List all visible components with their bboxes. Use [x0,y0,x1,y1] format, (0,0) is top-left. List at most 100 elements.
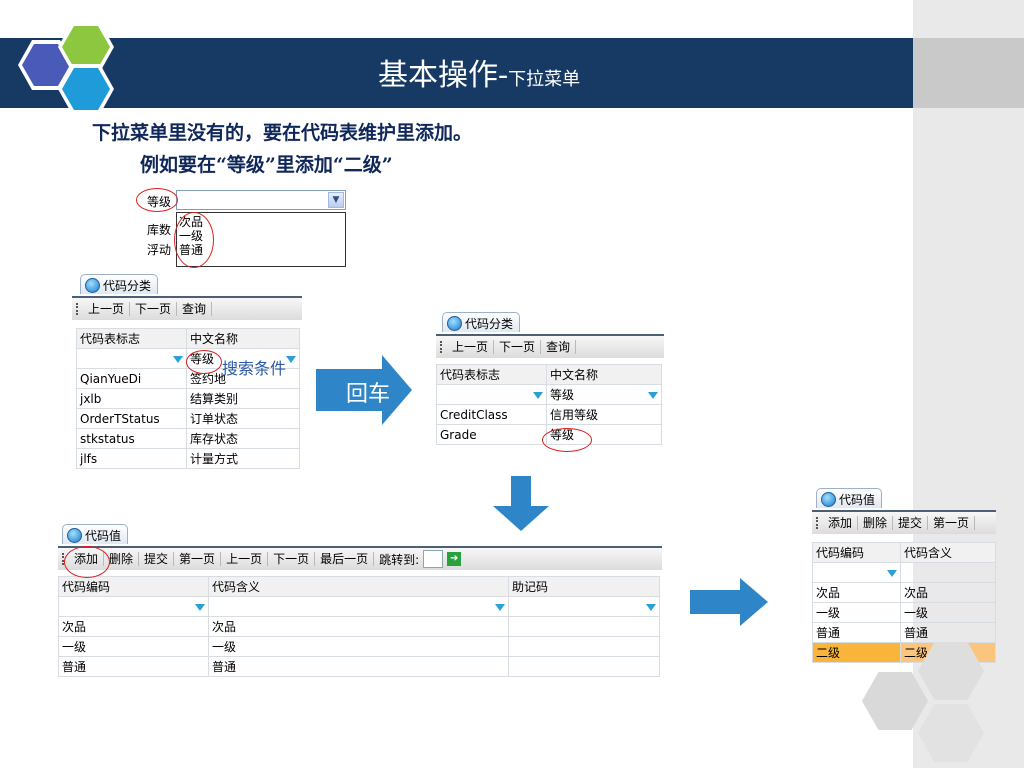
grid-code-values: 代码编码代码含义助记码 次品次品 一级一级 普通普通 [58,576,660,677]
submit-button[interactable]: 提交 [139,552,175,566]
table-cell[interactable]: 一级 [900,602,996,623]
tab-code-values[interactable]: 代码值 [816,488,883,508]
column-header[interactable]: 代码表标志 [76,328,187,349]
annotation-oval-filter-grade [186,350,222,374]
filter-icon[interactable] [173,355,183,363]
jump-to-input[interactable] [423,550,444,568]
column-header[interactable]: 代码编码 [58,576,209,597]
table-cell[interactable]: 一级 [812,602,901,623]
column-header[interactable]: 代码表标志 [436,364,547,385]
tab-code-category[interactable]: 代码分类 [442,312,521,332]
filter-cell[interactable] [900,562,996,583]
logo-hex-blue-fill [62,68,110,110]
toolbar-grip [62,553,65,565]
go-arrow-icon[interactable]: ➔ [447,552,462,566]
annotation-oval-add-button [64,546,110,578]
first-page-button[interactable]: 第一页 [174,552,222,566]
table-cell[interactable]: Grade [436,424,547,445]
toolbar-left: 上一页 下一页 查询 [72,296,302,320]
table-cell[interactable] [508,636,660,657]
filter-cell[interactable]: 等级 [546,384,662,405]
filter-cell[interactable] [436,384,547,405]
toolbar-right: 上一页 下一页 查询 [436,334,664,358]
title-bar-extension [913,38,1024,108]
next-page-button[interactable]: 下一页 [494,340,542,354]
column-header[interactable]: 代码含义 [208,576,509,597]
filter-cell[interactable] [76,348,187,369]
table-cell[interactable]: 一级 [58,636,209,657]
table-cell[interactable]: 普通 [58,656,209,677]
jump-to-label: 跳转到: [379,552,420,567]
table-cell[interactable]: 计量方式 [186,448,300,469]
filter-icon[interactable] [195,603,205,611]
query-button[interactable]: 查询 [541,340,577,354]
query-button[interactable]: 查询 [177,302,213,316]
table-cell[interactable]: 二级 [812,642,901,663]
table-cell[interactable]: 次品 [812,582,901,603]
next-page-button[interactable]: 下一页 [268,552,316,566]
filter-icon[interactable] [648,392,658,399]
table-cell[interactable] [508,616,660,637]
logo-hex-green-fill [62,26,110,68]
tab-code-values[interactable]: 代码值 [62,524,129,544]
right-arrow [690,578,768,626]
table-cell[interactable]: 订单状态 [186,408,300,429]
column-header[interactable]: 助记码 [508,576,660,597]
column-header[interactable]: 中文名称 [186,328,300,349]
panel-code-values: 代码值 添加 删除 提交 第一页 上一页 下一页 最后一页 跳转到: ➔ 代码编… [58,520,662,686]
delete-button[interactable]: 删除 [104,552,140,566]
prev-page-button[interactable]: 上一页 [447,340,495,354]
table-cell[interactable]: stkstatus [76,428,187,449]
grade-select[interactable]: ▼ [176,190,346,210]
first-page-button[interactable]: 第一页 [928,516,976,530]
column-header[interactable]: 代码编码 [812,542,901,563]
prev-page-button[interactable]: 上一页 [221,552,269,566]
add-button[interactable]: 添加 [823,516,859,530]
next-page-button[interactable]: 下一页 [130,302,178,316]
submit-button[interactable]: 提交 [893,516,929,530]
filter-icon[interactable] [495,603,505,611]
title-bar [0,38,913,108]
table-cell[interactable]: QianYueDi [76,368,187,389]
decor-hex [918,704,984,762]
annotation-oval-grade-label [136,188,178,212]
table-cell[interactable]: 普通 [900,622,996,643]
toolbar-grip [816,517,819,529]
enter-label: 回车 [346,382,391,407]
table-cell[interactable]: 普通 [208,656,509,677]
filter-icon[interactable] [286,356,296,363]
field-label-stock: 库数 [147,223,172,237]
filter-icon[interactable] [533,391,543,399]
column-header[interactable]: 代码含义 [900,542,996,563]
toolbar-result: 添加 删除 提交 第一页 [812,510,996,534]
table-cell[interactable]: 信用等级 [546,404,662,425]
table-cell[interactable]: 库存状态 [186,428,300,449]
tab-code-category[interactable]: 代码分类 [80,274,159,294]
table-cell[interactable]: jxlb [76,388,187,409]
gear-icon [85,278,100,293]
table-cell[interactable]: 次品 [900,582,996,603]
filter-cell[interactable] [508,596,660,617]
filter-icon[interactable] [887,569,897,577]
filter-cell[interactable] [58,596,209,617]
last-page-button[interactable]: 最后一页 [315,552,375,566]
filter-icon[interactable] [646,603,656,611]
delete-button[interactable]: 删除 [858,516,894,530]
table-cell[interactable]: OrderTStatus [76,408,187,429]
table-cell[interactable]: CreditClass [436,404,547,425]
decor-hex [918,642,984,700]
filter-cell[interactable] [812,562,901,583]
table-cell[interactable]: 次品 [58,616,209,637]
table-cell[interactable]: 普通 [812,622,901,643]
table-cell[interactable]: 一级 [208,636,509,657]
table-cell[interactable]: 结算类别 [186,388,300,409]
table-cell[interactable]: jlfs [76,448,187,469]
annotation-oval-options [174,212,214,268]
filter-cell[interactable] [208,596,509,617]
prev-page-button[interactable]: 上一页 [83,302,131,316]
chevron-down-icon[interactable]: ▼ [328,192,344,208]
column-header[interactable]: 中文名称 [546,364,662,385]
table-cell[interactable]: 次品 [208,616,509,637]
table-cell[interactable] [508,656,660,677]
